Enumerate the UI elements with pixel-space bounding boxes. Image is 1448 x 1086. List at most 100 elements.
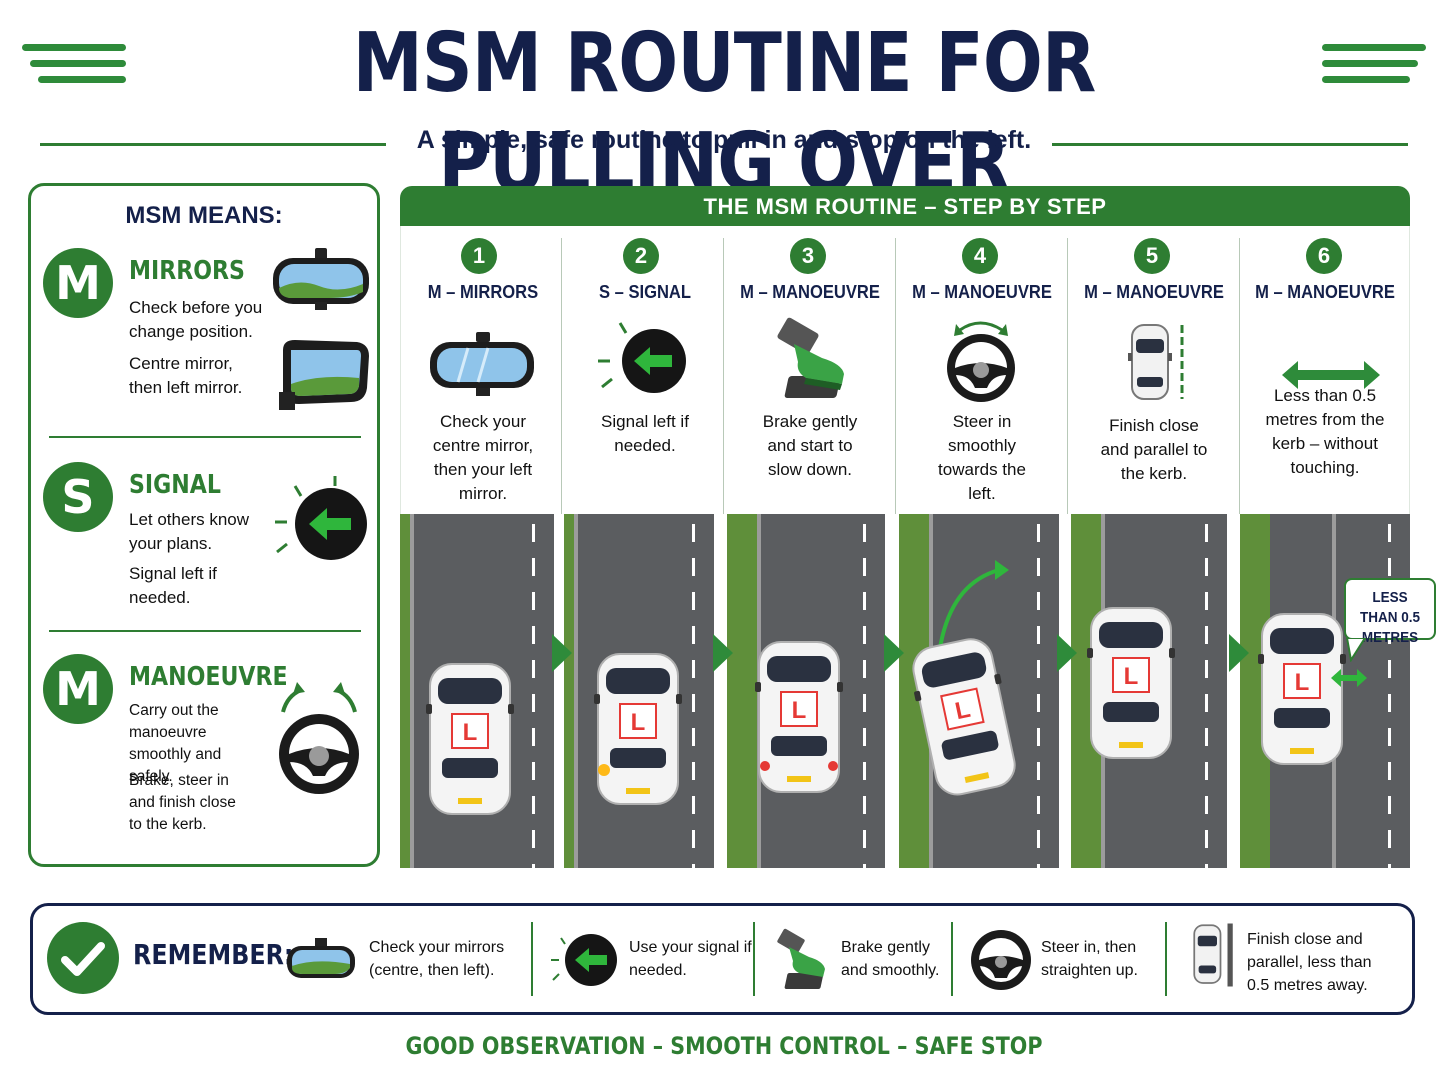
road-scene-1: L: [400, 514, 554, 868]
section-divider: [49, 630, 361, 632]
step-title: M – MANOEUVRE: [1255, 282, 1395, 302]
parked-car-icon: [1193, 923, 1233, 987]
svg-text:L: L: [631, 709, 646, 736]
next-step-arrow: [1057, 634, 1077, 672]
next-step-arrow: [884, 634, 904, 672]
check-icon: [47, 922, 119, 994]
step-title: S – SIGNAL: [598, 282, 692, 302]
remember-item: Finish close and parallel, less than 0.5…: [1181, 906, 1411, 1012]
callout-pointer: [1345, 638, 1367, 662]
step-title: M – MANOEUVRE: [912, 282, 1052, 302]
road-scene-5: L: [1071, 514, 1227, 868]
step-title: M – MIRRORS: [427, 282, 539, 302]
steps-heading: THE MSM ROUTINE – STEP BY STEP: [400, 186, 1410, 226]
remember-item: Steer in, then straighten up.: [967, 906, 1167, 1012]
section-text: Centre mirror, then left mirror.: [129, 354, 243, 397]
page-title: MSM ROUTINE FOR PULLING OVER: [352, 16, 1097, 211]
step-text: Brake gently and start to slow down.: [762, 412, 858, 479]
footer-slogan: GOOD OBSERVATION – SMOOTH CONTROL – SAFE…: [405, 1032, 1043, 1060]
road-scene-3: L: [727, 514, 885, 868]
decorative-stripes-right: [1322, 44, 1432, 94]
step-5: 5 M – MANOEUVRE Finish close and paralle…: [1068, 226, 1240, 516]
msm-means-panel: MSM MEANS: M MIRRORS Check before you ch…: [28, 183, 380, 867]
wing-mirror-icon: [279, 340, 369, 410]
step-4: 4 M – MANOEUVRE Steer in smoothly toward…: [896, 226, 1068, 516]
step-text: Signal left if needed.: [601, 412, 689, 455]
double-arrow-icon: [1282, 361, 1380, 389]
callout-text: LESS THAN 0.5 METRES: [1359, 589, 1421, 646]
svg-text:L: L: [463, 719, 478, 746]
step-number: 2: [623, 238, 659, 274]
next-step-arrow: [713, 634, 733, 672]
remember-item: Check your mirrors (centre, then left).: [285, 906, 525, 1012]
step-6: 6 M – MANOEUVRE Less than 0.5 metres fro…: [1240, 226, 1410, 516]
left-indicator-icon: [598, 322, 686, 393]
step-1: 1 M – MIRRORS Check your centre mirror, …: [400, 226, 566, 516]
double-arrow-icon: [1331, 669, 1367, 687]
step-text: Finish close and parallel to the kerb.: [1100, 416, 1208, 483]
remember-text: Use your signal if needed.: [629, 939, 752, 979]
section-text: Signal left if needed.: [129, 564, 217, 607]
page-subtitle: A simple, safe routine to pull in and st…: [416, 126, 1032, 154]
rear-view-mirror-icon: [430, 332, 534, 396]
msm-means-heading: MSM MEANS:: [125, 202, 283, 229]
step-title: M – MANOEUVRE: [1084, 282, 1224, 302]
left-indicator-icon: [551, 934, 617, 986]
road-scene-6: L: [1240, 514, 1410, 868]
next-step-arrow: [552, 634, 572, 672]
section-text: Check before you change position.: [129, 298, 263, 341]
section-divider: [49, 436, 361, 438]
svg-text:L: L: [1124, 663, 1139, 690]
svg-text:L: L: [953, 696, 973, 725]
header: MSM ROUTINE FOR PULLING OVER: [0, 8, 1448, 211]
mirrors-section: M MIRRORS Check before you change positi…: [43, 244, 369, 424]
rear-view-mirror-icon: [273, 248, 369, 310]
steps-panel: THE MSM ROUTINE – STEP BY STEP 1 M – MIR…: [400, 186, 1436, 868]
step-text: Check your centre mirror, then your left…: [432, 412, 534, 503]
remember-bar: REMEMBER: Check your mirrors (centre, th…: [30, 903, 1415, 1015]
step-3: 3 M – MANOEUVRE Brake gently and start t…: [724, 226, 896, 516]
steering-wheel-icon: [279, 682, 359, 794]
step-title: M – MANOEUVRE: [740, 282, 880, 302]
remember-item: Brake gently and smoothly.: [771, 906, 971, 1012]
svg-text:L: L: [792, 697, 807, 724]
parked-car-icon: [1128, 324, 1184, 400]
road-scene-4: L: [899, 514, 1059, 868]
road-scene-2: L: [564, 514, 714, 868]
steering-wheel-icon: [947, 321, 1015, 402]
letter-badge: S: [43, 462, 113, 532]
letter-badge: M: [43, 654, 113, 724]
steering-wheel-icon: [971, 930, 1031, 990]
step-number: 1: [461, 238, 497, 274]
section-text: Let others know your plans.: [129, 510, 250, 553]
brake-pedal-icon: [777, 928, 825, 989]
remember-label: REMEMBER:: [133, 938, 294, 971]
manoeuvre-section: M MANOEUVRE Carry out the manoeuvre smoo…: [43, 648, 365, 848]
step-text: Steer in smoothly towards the left.: [938, 412, 1026, 503]
remember-text: Brake gently and smoothly.: [841, 939, 940, 979]
rear-view-mirror-icon: [287, 938, 355, 978]
subtitle-row: A simple, safe routine to pull in and st…: [40, 122, 1408, 162]
remember-text: Finish close and parallel, less than 0.5…: [1247, 931, 1372, 994]
remember-text: Steer in, then straighten up.: [1041, 939, 1138, 979]
section-title: MANOEUVRE: [129, 662, 288, 692]
svg-text:L: L: [1295, 669, 1310, 696]
distance-callout: LESS THAN 0.5 METRES: [1344, 578, 1436, 646]
brake-pedal-icon: [777, 317, 844, 398]
section-text: Brake, steer in and finish close to the …: [129, 772, 236, 833]
letter-badge: M: [43, 248, 113, 318]
section-title: SIGNAL: [129, 470, 221, 500]
section-text: Carry out the manoeuvre smoothly and saf…: [129, 702, 222, 785]
decorative-stripes-left: [22, 44, 132, 94]
section-title: MIRRORS: [129, 256, 245, 286]
remember-text: Check your mirrors (centre, then left).: [369, 939, 505, 979]
step-number: 4: [962, 238, 998, 274]
remember-item: Use your signal if needed.: [549, 906, 769, 1012]
next-step-arrow: [1229, 634, 1249, 672]
step-text: Less than 0.5 metres from the kerb – wit…: [1265, 386, 1385, 477]
step-2: 2 S – SIGNAL Signal left if needed.: [562, 226, 728, 516]
signal-section: S SIGNAL Let others know your plans. Sig…: [43, 456, 367, 626]
step-number: 5: [1134, 238, 1170, 274]
left-indicator-icon: [275, 476, 367, 560]
step-number: 3: [790, 238, 826, 274]
